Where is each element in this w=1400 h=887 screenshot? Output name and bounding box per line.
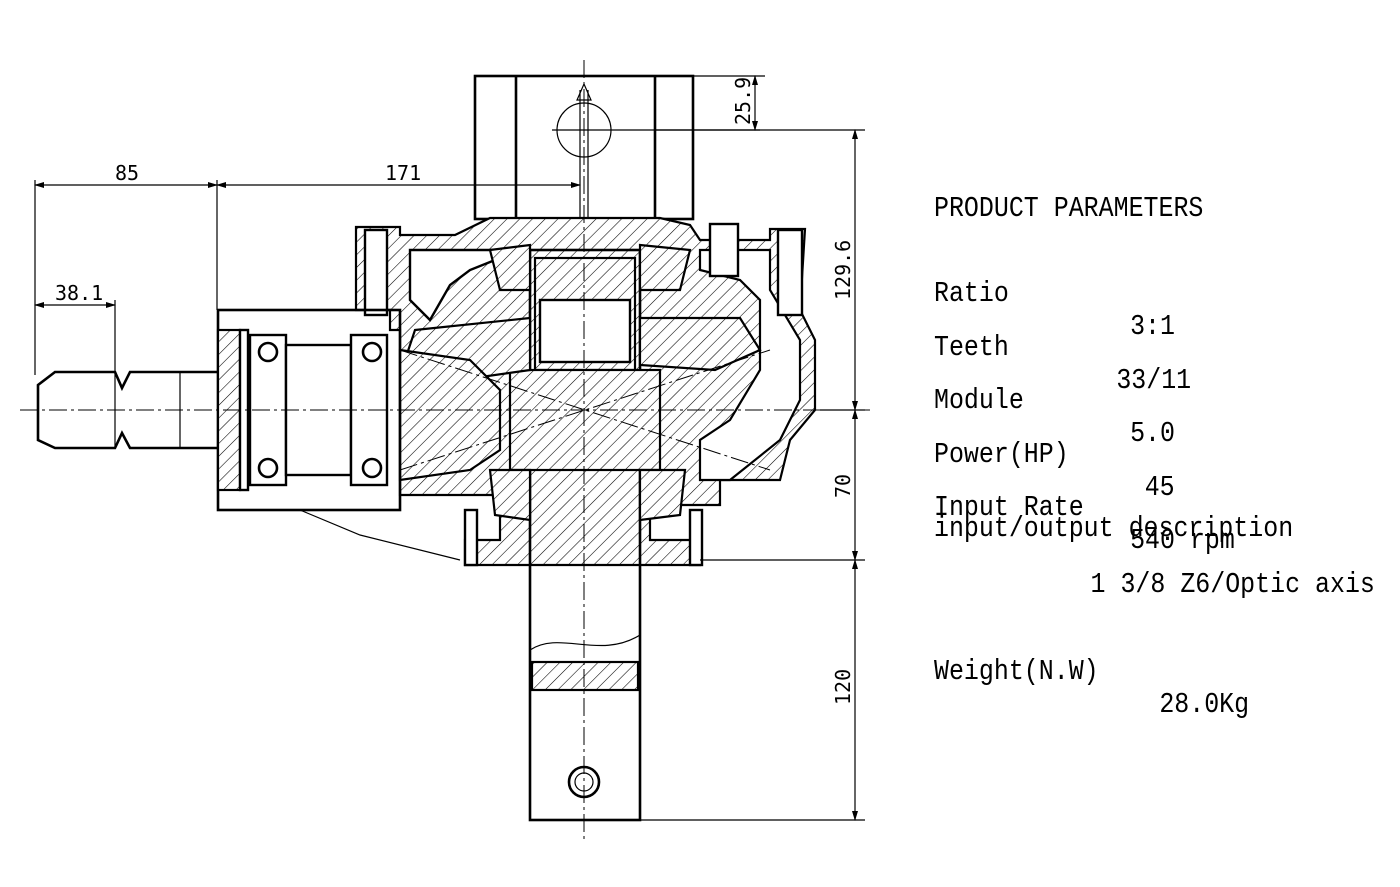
weight-value: 28.0Kg [1159,688,1250,721]
input-rate-label: Input Rate [934,491,1084,524]
dim-70: 70 [831,474,855,498]
input-assembly [36,308,461,561]
module-value: 5.0 [1130,417,1175,450]
param-row-teeth: Teeth 33/11 [934,298,1191,430]
dim-120: 120 [831,669,855,705]
top-coupling [473,74,760,221]
dim-129-6: 129.6 [831,240,855,300]
io-description-label: input/output description [934,512,1294,545]
dim-171: 171 [385,161,421,185]
param-row-input-rate: Input Rate 540 rpm [934,458,1235,590]
teeth-value: 33/11 [1116,364,1192,397]
power-label: Power(HP) [934,438,1069,471]
ratio-value: 3:1 [1130,310,1175,343]
module-label: Module [934,384,1024,417]
param-row-module: Module 5.0 [934,351,1175,483]
bevel-gear [398,243,762,522]
dimensions: 85 171 38.1 25.9 129.6 70 120 [34,75,865,821]
weight-label: Weight(N.W) [934,655,1099,688]
param-row-power: Power(HP) 45 [934,405,1175,537]
output-shaft [508,248,662,822]
input-rate-value: 540 rpm [1130,524,1235,557]
center-lines [20,60,870,840]
power-value: 45 [1144,471,1175,504]
teeth-label: Teeth [934,331,1009,364]
dim-38-1: 38.1 [55,281,103,305]
dim-85: 85 [115,161,139,185]
param-row-ratio: Ratio 3:1 [934,244,1175,376]
param-row-weight: Weight(N.W) 28.0Kg [934,622,1249,754]
parameters-heading: PRODUCT PARAMETERS [934,192,1204,225]
ratio-label: Ratio [934,277,1009,310]
io-description-value: 1 3/8 Z6/Optic axis [1090,568,1375,601]
dim-25-9: 25.9 [731,77,755,125]
